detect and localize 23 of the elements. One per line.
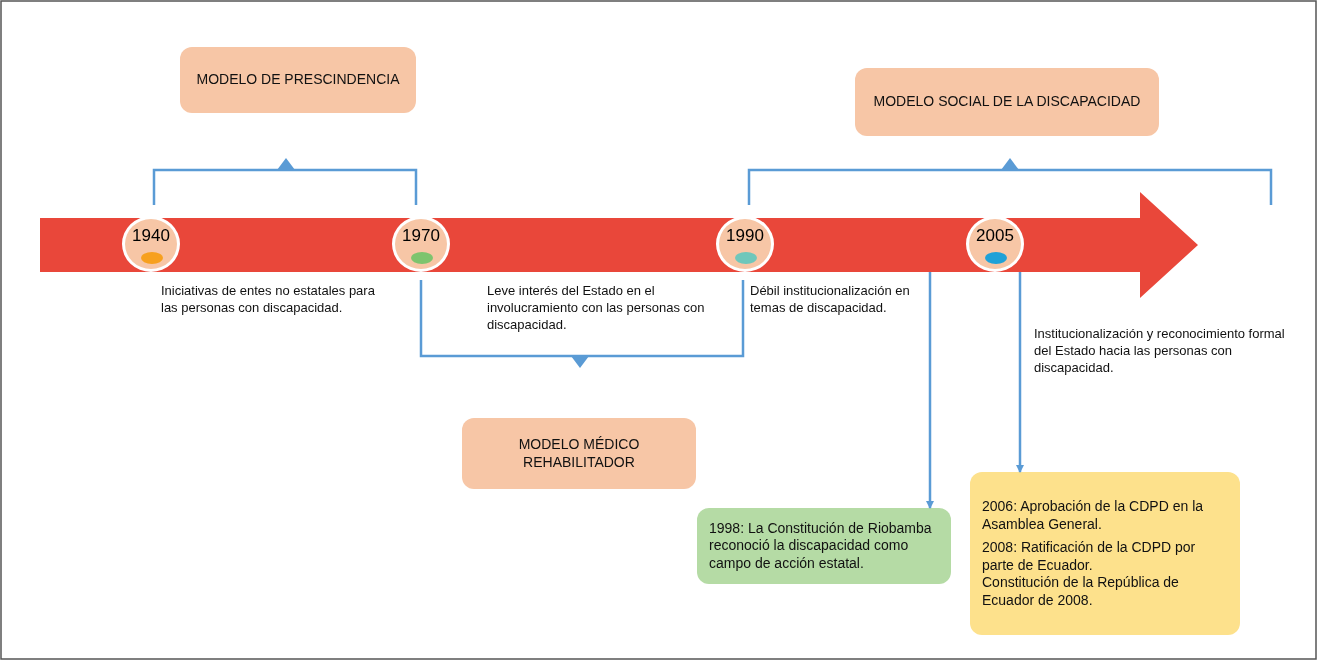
- model-title: MODELO SOCIAL DE LA DISCAPACIDAD: [873, 93, 1141, 111]
- year-label: 1940: [131, 226, 171, 246]
- year-label: 1990: [725, 226, 765, 246]
- arrow: [926, 272, 934, 509]
- model-box: [855, 68, 1159, 136]
- note-box: [697, 508, 951, 584]
- model-box: [462, 418, 696, 489]
- year-label: 1970: [401, 226, 441, 246]
- note-box: [970, 472, 1240, 635]
- model-box: [180, 47, 416, 113]
- timeline-arrow: [40, 192, 1198, 298]
- note-text: 2006: Aprobación de la CDPD en la Asamblea General.: [982, 498, 1205, 533]
- note-text: Constitución de la República de Ecuador de 2008.: [982, 574, 1180, 609]
- model-title: MODELO DE PRESCINDENCIA: [196, 71, 400, 89]
- note-text: 2008: Ratificación de la CDPD por parte de Ecuador.: [982, 539, 1197, 574]
- model-title: MODELO MÉDICO REHABILITADOR: [517, 436, 641, 471]
- description-text: Débil institucionalización en temas de discapacidad.: [750, 283, 911, 317]
- description-text: Leve interés del Estado en el involucramiento con las personas con discapacidad.: [487, 283, 706, 334]
- description-text: Institucionalización y reconocimiento formal del Estado hacia las personas con discapacidad.: [1034, 326, 1286, 377]
- arrow: [1016, 272, 1024, 473]
- year-label: 2005: [975, 226, 1015, 246]
- note-text: 1998: La Constitución de Riobamba reconoció la discapacidad como campo de acción estatal.: [709, 519, 933, 573]
- description-text: Iniciativas de entes no estatales para las personas con discapacidad.: [161, 283, 376, 317]
